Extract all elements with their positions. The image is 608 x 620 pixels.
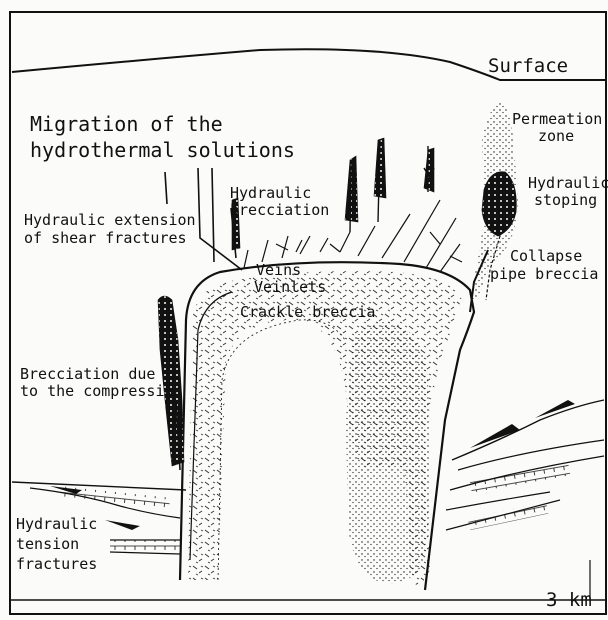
- collapse-label-line1: Collapse: [510, 248, 582, 265]
- inner-arch: [218, 320, 345, 580]
- hydraulic-brecciation-label-line1: Hydraulic: [230, 185, 311, 202]
- hydraulic-stoping-label-line2: stoping: [534, 192, 597, 209]
- hydraulic-brecciation-label-line2: brecciation: [230, 202, 329, 219]
- tension-label-line2: tension: [16, 536, 79, 553]
- tension-label-line3: fractures: [16, 556, 97, 573]
- dotted-column: [346, 322, 430, 584]
- right-strata: [446, 400, 604, 530]
- veins-label: Veins: [256, 262, 301, 279]
- migration-label-line1: Migration of the: [30, 112, 223, 136]
- migration-label-line2: hydrothermal solutions: [30, 138, 295, 162]
- compression-label-line1: Brecciation due: [20, 366, 155, 383]
- hydraulic-stoping-label-line1: Hydraulic: [528, 175, 608, 192]
- compression-label-line2: to the compression: [20, 383, 183, 400]
- surface-label: Surface: [488, 58, 568, 75]
- permeation-label-line2: zone: [538, 128, 574, 145]
- collapse-label-line2: pipe breccia: [490, 266, 598, 283]
- scale-label: 3 km: [546, 592, 592, 609]
- hydraulic-extension-label-line1: Hydraulic extension: [24, 212, 196, 229]
- crackle-breccia-label: Crackle breccia: [240, 304, 375, 321]
- veinlets-label: Veinlets: [254, 279, 326, 296]
- compression-breccia-plume: [158, 296, 184, 466]
- permeation-label-line1: Permeation: [512, 111, 602, 128]
- tension-label-line1: Hydraulic: [16, 516, 97, 533]
- hydraulic-extension-label-line2: of shear fractures: [24, 230, 187, 247]
- plume-stems: [350, 140, 434, 232]
